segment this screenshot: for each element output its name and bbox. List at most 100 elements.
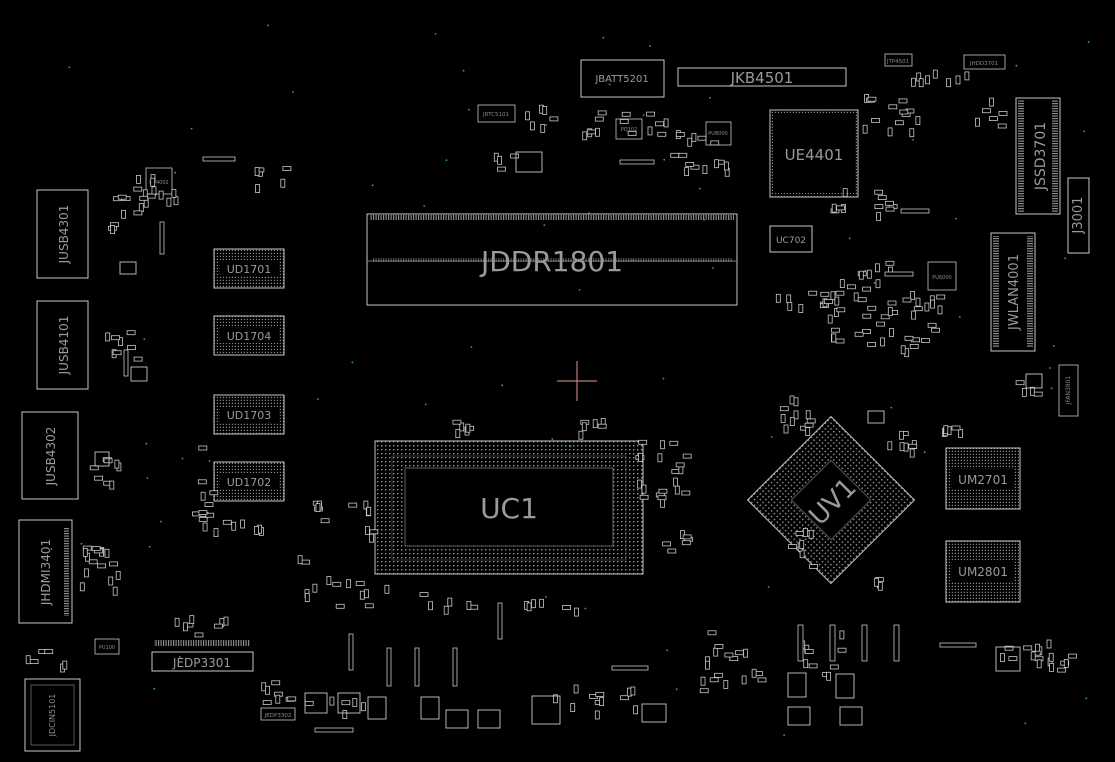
passive-pad: [899, 442, 905, 452]
passive-pad: [946, 78, 951, 88]
inductor-footprint: [367, 696, 387, 720]
passive-pad: [573, 684, 579, 694]
passive-pad: [297, 555, 303, 565]
passive-pad: [280, 178, 286, 188]
passive-pad: [757, 677, 767, 683]
passive-pad: [989, 97, 994, 107]
passive-pad: [839, 279, 845, 289]
passive-pad: [133, 356, 143, 362]
passive-pad: [126, 330, 136, 336]
passive-pad: [915, 116, 921, 125]
passive-pad: [660, 440, 665, 450]
passive-pad: [320, 518, 330, 524]
passive-pad: [104, 548, 110, 558]
passive-pad: [927, 322, 937, 328]
via-dot: [584, 607, 587, 610]
inductor-footprint: [1025, 373, 1043, 389]
passive-pad: [346, 579, 352, 589]
passive-pad: [1008, 656, 1018, 661]
via-dot: [958, 316, 961, 318]
passive-pad: [834, 296, 840, 306]
ue4401-label: UE4401: [785, 146, 844, 164]
passive-pad: [121, 209, 126, 219]
passive-pad: [361, 702, 366, 712]
passive-pad: [714, 159, 719, 169]
via-dot: [923, 451, 926, 454]
jfan3901-connector: JFAN3901: [1058, 364, 1079, 417]
passive-pad: [619, 119, 629, 124]
via-dot: [179, 656, 181, 658]
via-dot: [703, 218, 705, 221]
passive-pad: [900, 345, 906, 355]
passive-pad: [789, 417, 795, 427]
inductor-footprint: [515, 151, 543, 173]
passive-pad: [853, 292, 859, 302]
passive-pad: [902, 297, 912, 303]
via-dot: [153, 687, 156, 690]
passive-pad: [275, 694, 281, 704]
jusb4101-connector: JUSB4101: [36, 300, 89, 390]
passive-pad: [951, 425, 961, 431]
passive-pad: [465, 423, 471, 433]
via-dot: [424, 403, 427, 406]
passive-pad: [91, 546, 101, 551]
jkb4501-label: JKB4501: [730, 69, 794, 87]
passive-pad: [428, 601, 434, 611]
via-dot: [663, 158, 666, 161]
passive-pad: [112, 586, 118, 596]
ud1703-memory: UD1703: [213, 394, 285, 435]
um2801-memory: UM2801: [945, 540, 1021, 603]
passive-pad: [932, 69, 938, 79]
passive-pad: [887, 307, 893, 316]
passive-pad: [658, 488, 668, 494]
passive-pad: [936, 294, 946, 300]
passive-pad: [888, 104, 898, 110]
passive-pad: [109, 561, 118, 567]
passive-pad: [200, 491, 206, 501]
via-dot: [588, 212, 590, 215]
center-crosshair-marker: [557, 361, 597, 401]
passive-pad: [332, 581, 342, 587]
passive-pad: [171, 189, 177, 198]
passive-pad: [455, 429, 461, 439]
passive-pad: [359, 590, 365, 600]
inductor-footprint: [119, 261, 137, 275]
passive-pad: [854, 331, 864, 337]
passive-pad: [955, 75, 961, 85]
passive-pad: [829, 664, 839, 670]
ud1703-label: UD1703: [227, 409, 272, 422]
passive-pad: [655, 121, 664, 127]
via-dot: [160, 520, 162, 523]
passive-pad: [876, 321, 885, 327]
passive-pad: [262, 700, 272, 705]
via-dot: [317, 398, 319, 400]
passive-pad: [1015, 380, 1025, 386]
passive-pad: [542, 106, 548, 115]
passive-pad: [214, 623, 223, 629]
passive-pad: [887, 441, 893, 451]
via-dot: [608, 83, 611, 86]
passive-pad: [866, 269, 872, 279]
via-dot: [1048, 367, 1051, 369]
passive-pad: [681, 490, 691, 496]
passive-pad: [647, 126, 653, 136]
jusb4302-label: JUSB4302: [44, 427, 58, 487]
passive-pad: [887, 300, 897, 306]
via-dot: [712, 267, 714, 269]
passive-pad: [630, 686, 636, 696]
passive-pad: [103, 458, 113, 464]
via-dot: [1085, 697, 1088, 700]
passive-pad: [1057, 667, 1066, 673]
pu6000-regulator: PU6000: [927, 261, 957, 291]
passive-pad: [231, 521, 237, 531]
passive-pad: [997, 123, 1007, 129]
passive-pad: [775, 293, 781, 303]
passive-long-part: [314, 727, 354, 733]
passive-pad: [874, 189, 884, 195]
passive-pad: [909, 448, 915, 458]
passive-pad: [348, 502, 358, 508]
passive-pad: [369, 529, 379, 535]
passive-pad: [751, 668, 757, 678]
passive-pad: [198, 445, 208, 451]
